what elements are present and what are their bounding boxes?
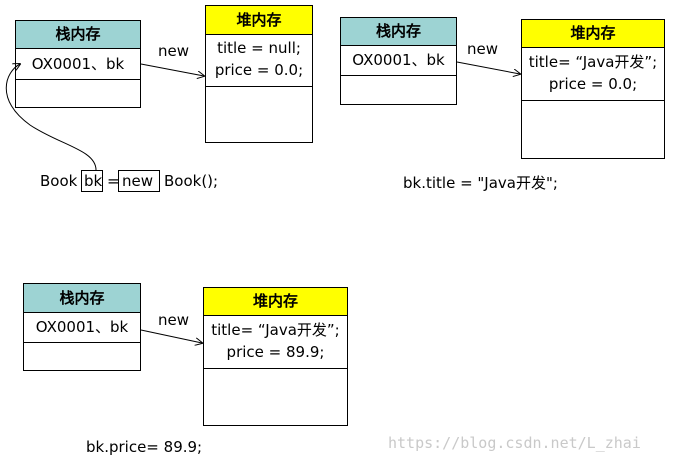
reference-arrow-2 <box>456 61 520 74</box>
heap-divider <box>522 100 664 101</box>
heap-title-field: title = null; <box>217 39 301 57</box>
new-arrow-label: new <box>467 40 499 58</box>
heap-price-field: price = 0.0; <box>548 75 638 93</box>
reference-arrow-1 <box>140 63 204 76</box>
stack-memory-box-3: 栈内存 OX0001、bk <box>23 283 141 371</box>
code-new-box <box>118 170 160 192</box>
stack-memory-header: 栈内存 <box>341 18 456 46</box>
variable-to-stack-arrow <box>5 64 97 171</box>
stack-memory-header: 栈内存 <box>16 21 140 49</box>
heap-divider <box>204 368 347 369</box>
heap-memory-box-1: 堆内存 title = null; price = 0.0; <box>205 5 313 143</box>
code-equals: = <box>107 172 120 190</box>
heap-memory-header: 堆内存 <box>204 288 347 316</box>
heap-title-field: title= “Java开发”; <box>528 53 658 71</box>
heap-memory-header: 堆内存 <box>522 20 664 48</box>
stack-reference-row: OX0001、bk <box>341 46 456 76</box>
stack-reference-row: OX0001、bk <box>16 49 140 80</box>
heap-memory-box-3: 堆内存 title= “Java开发”; price = 89.9; <box>203 287 348 426</box>
heap-memory-header: 堆内存 <box>206 6 312 35</box>
new-arrow-label: new <box>158 42 190 60</box>
heap-price-field: price = 89.9; <box>226 343 325 361</box>
code-var-bk: bk <box>84 172 103 190</box>
heap-price-field: price = 0.0; <box>214 61 304 79</box>
stack-memory-box-1: 栈内存 OX0001、bk <box>15 20 141 108</box>
heap-divider <box>206 86 312 87</box>
title-assignment-code: bk.title = "Java开发"; <box>403 174 558 192</box>
new-arrow-label: new <box>158 311 190 329</box>
heap-title-field: title= “Java开发”; <box>211 321 340 339</box>
code-constructor: Book(); <box>164 172 219 190</box>
reference-arrow-3 <box>140 329 202 343</box>
heap-memory-box-2: 堆内存 title= “Java开发”; price = 0.0; <box>521 19 665 159</box>
code-new-keyword: new <box>122 172 154 190</box>
stack-memory-box-2: 栈内存 OX0001、bk <box>340 17 457 105</box>
code-book-type: Book <box>40 172 78 190</box>
blog-watermark: https://blog.csdn.net/L_zhai <box>388 434 641 452</box>
stack-reference-row: OX0001、bk <box>24 313 140 343</box>
price-assignment-code: bk.price= 89.9; <box>86 438 203 456</box>
stack-memory-header: 栈内存 <box>24 284 140 313</box>
code-var-box <box>81 170 103 192</box>
